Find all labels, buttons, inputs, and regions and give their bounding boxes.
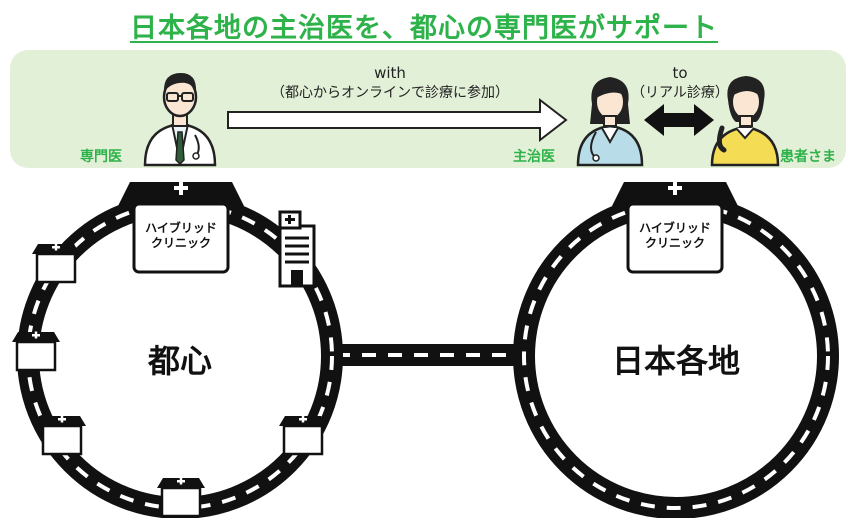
clinic-label-line2: クリニック	[150, 236, 211, 250]
right-hybrid-clinic-icon	[612, 181, 738, 274]
attending-doctor-icon	[576, 77, 644, 167]
small-clinic-icon	[10, 330, 62, 372]
small-clinic-icon	[36, 414, 88, 456]
small-clinic-icon	[155, 476, 207, 518]
small-clinic-icon	[30, 242, 82, 284]
clinic-label-line2: クリニック	[644, 236, 705, 250]
to-label: to	[672, 64, 688, 82]
clinic-label-line1: ハイブリッド	[145, 221, 217, 235]
patient-label: 患者さま	[780, 149, 836, 165]
page-title: 日本各地の主治医を、都心の専門医がサポート	[130, 13, 718, 44]
with-arrow-icon	[227, 97, 568, 143]
specialist-label: 専門医	[80, 149, 122, 165]
attending-label: 主治医	[513, 149, 555, 165]
with-sublabel: （都心からオンラインで診療に参加）	[271, 85, 509, 101]
right-clinic-label: ハイブリッド クリニック	[631, 221, 719, 251]
region-left-label: 都心	[147, 342, 212, 380]
patient-icon	[710, 76, 780, 167]
left-hybrid-clinic-icon	[118, 181, 244, 274]
to-sublabel: （リアル診療）	[631, 85, 729, 101]
clinic-label-line1: ハイブリッド	[639, 221, 711, 235]
hospital-building-icon	[278, 210, 316, 288]
small-clinic-icon	[277, 414, 329, 456]
connecting-road	[336, 344, 526, 366]
with-label: with	[374, 64, 406, 82]
left-clinic-label: ハイブリッド クリニック	[137, 221, 225, 251]
specialist-doctor-icon	[143, 73, 217, 167]
region-right-label: 日本各地	[611, 342, 740, 380]
to-double-arrow-icon	[644, 104, 714, 136]
